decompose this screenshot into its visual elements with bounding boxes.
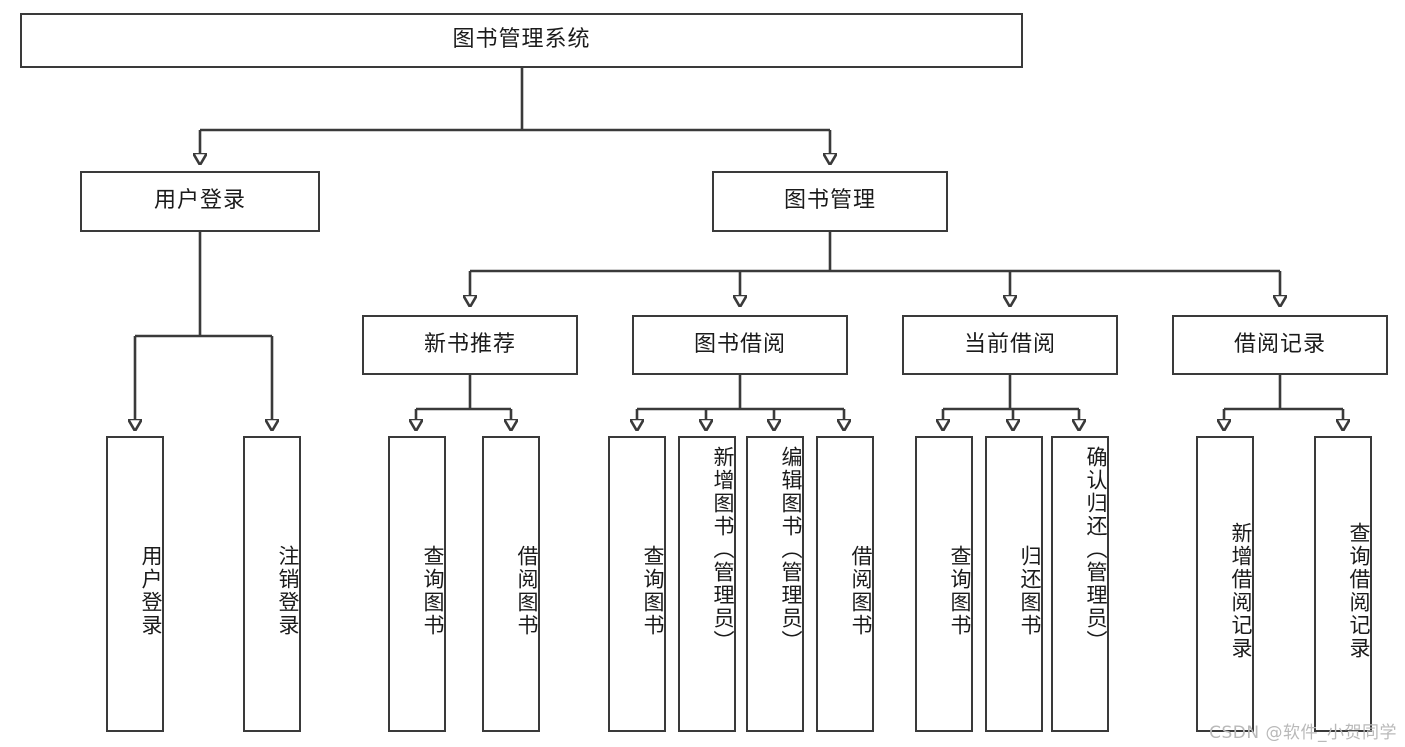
leaf-new-book-query[interactable]: 查询图书 bbox=[388, 436, 446, 732]
leaf-borrow-query-book[interactable]: 查询图书 bbox=[608, 436, 666, 732]
leaf-borrow-borrow-book[interactable]: 借阅图书 bbox=[816, 436, 874, 732]
node-book-borrow[interactable]: 图书借阅 bbox=[632, 315, 848, 375]
leaf-borrow-edit-book-admin[interactable]: 编辑图书（管理员） bbox=[746, 436, 804, 732]
node-root-system[interactable]: 图书管理系统 bbox=[20, 13, 1023, 68]
node-current-borrow[interactable]: 当前借阅 bbox=[902, 315, 1118, 375]
watermark-text: CSDN @软件_小贺同学 bbox=[1209, 723, 1397, 743]
node-label: 查询图书 bbox=[421, 545, 445, 637]
leaf-new-book-borrow[interactable]: 借阅图书 bbox=[482, 436, 540, 732]
node-label: 图书管理系统 bbox=[452, 27, 591, 53]
node-label: 借阅图书 bbox=[515, 545, 539, 637]
leaf-user-login-login[interactable]: 用户登录 bbox=[106, 436, 164, 732]
node-new-book-recommend[interactable]: 新书推荐 bbox=[362, 315, 578, 375]
node-label: 当前借阅 bbox=[963, 331, 1056, 357]
node-label: 查询借阅记录 bbox=[1347, 522, 1371, 660]
node-label: 编辑图书（管理员） bbox=[779, 446, 803, 653]
node-label: 新增图书（管理员） bbox=[711, 446, 735, 653]
node-label: 查询图书 bbox=[948, 545, 972, 637]
node-label: 确认归还（管理员） bbox=[1084, 446, 1108, 653]
node-label: 借阅记录 bbox=[1233, 331, 1326, 357]
node-label: 新书推荐 bbox=[423, 331, 516, 357]
node-label: 用户登录 bbox=[153, 188, 246, 214]
leaf-user-login-logout[interactable]: 注销登录 bbox=[243, 436, 301, 732]
leaf-record-query[interactable]: 查询借阅记录 bbox=[1314, 436, 1372, 732]
node-borrow-record[interactable]: 借阅记录 bbox=[1172, 315, 1388, 375]
node-label: 图书借阅 bbox=[693, 331, 786, 357]
leaf-borrow-add-book-admin[interactable]: 新增图书（管理员） bbox=[678, 436, 736, 732]
node-label: 借阅图书 bbox=[849, 545, 873, 637]
node-user-login[interactable]: 用户登录 bbox=[80, 171, 320, 232]
node-label: 用户登录 bbox=[139, 545, 163, 637]
leaf-current-query-book[interactable]: 查询图书 bbox=[915, 436, 973, 732]
leaf-current-confirm-return-admin[interactable]: 确认归还（管理员） bbox=[1051, 436, 1109, 732]
node-label: 图书管理 bbox=[783, 188, 876, 214]
leaf-record-add[interactable]: 新增借阅记录 bbox=[1196, 436, 1254, 732]
node-label: 新增借阅记录 bbox=[1229, 522, 1253, 660]
node-label: 注销登录 bbox=[276, 545, 300, 637]
leaf-current-return-book[interactable]: 归还图书 bbox=[985, 436, 1043, 732]
node-label: 归还图书 bbox=[1018, 545, 1042, 637]
node-label: 查询图书 bbox=[641, 545, 665, 637]
node-book-management[interactable]: 图书管理 bbox=[712, 171, 948, 232]
